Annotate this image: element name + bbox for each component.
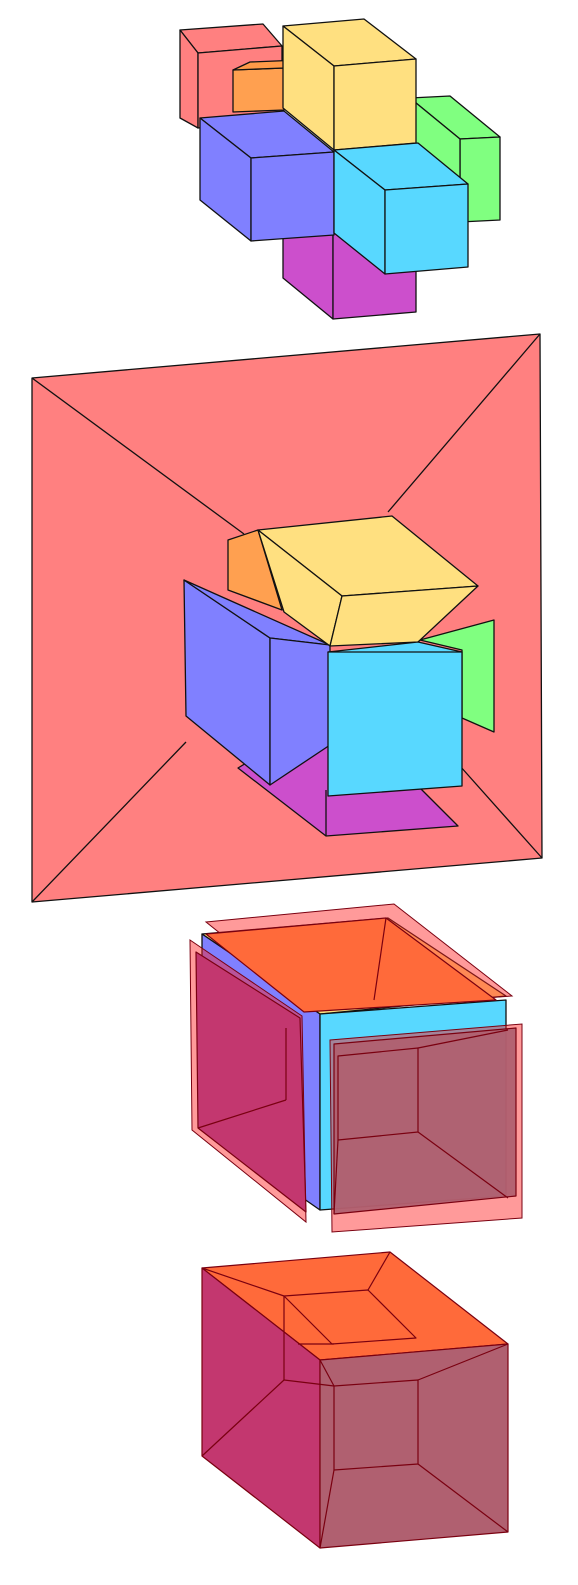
panel-folding: [31, 333, 543, 903]
cyan-cube: [333, 142, 469, 275]
blue-flap: [183, 579, 331, 786]
panel-overlay: [189, 903, 523, 1233]
overlay-front-face: [333, 1027, 517, 1215]
blue-cube: [199, 110, 335, 242]
overlay-left-face: [195, 951, 307, 1213]
yellow-flap: [257, 515, 479, 647]
tesseract-front-face: [319, 1343, 509, 1549]
panel-unfolded-net: [179, 18, 501, 320]
yellow-cube: [282, 18, 417, 151]
panel-tesseract: [201, 1251, 509, 1549]
cyan-front-cube: [327, 641, 463, 797]
green-flap: [419, 619, 495, 733]
outer-cell-face: [31, 333, 543, 903]
overlay-top-face: [205, 917, 497, 1013]
